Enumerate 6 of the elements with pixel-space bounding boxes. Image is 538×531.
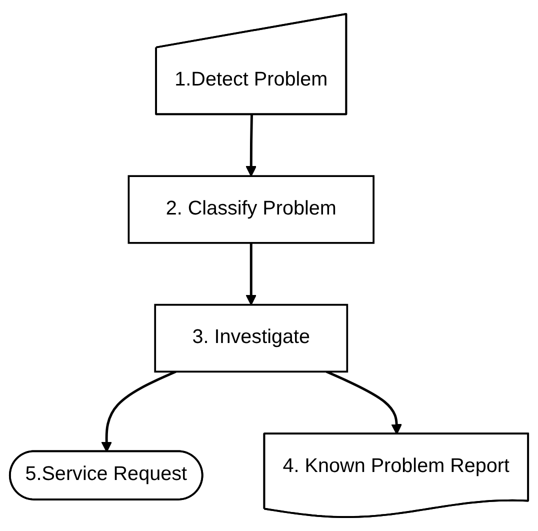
arrow — [246, 114, 257, 177]
node-box: 3. Investigate — [154, 304, 348, 373]
node-box: 2. Classify Problem — [128, 175, 374, 244]
arrow — [101, 370, 176, 452]
arrow — [326, 370, 402, 435]
arrow — [246, 242, 257, 306]
